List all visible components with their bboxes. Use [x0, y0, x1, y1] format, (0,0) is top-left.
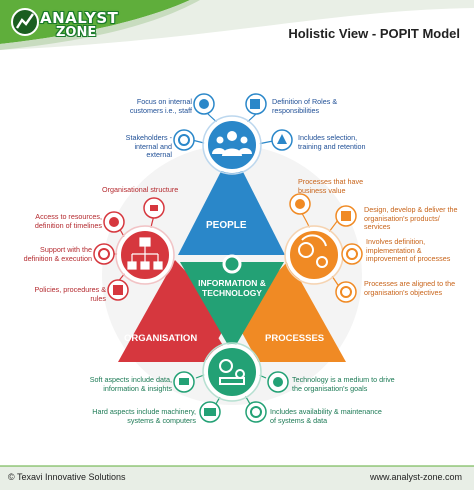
it-triangle — [180, 262, 284, 352]
organisation-point-4: Policies, procedures & rules — [34, 285, 106, 303]
page-title: Holistic View - POPIT Model — [288, 26, 460, 41]
policy-icon — [113, 285, 123, 295]
processes-small-icons — [289, 193, 363, 303]
organisation-point-1: Organisational structure — [102, 185, 179, 194]
processes-triangle — [234, 260, 346, 362]
organisation-small-icons — [93, 197, 165, 301]
people-small-icons — [173, 93, 293, 151]
value-icon — [295, 199, 305, 209]
processes-point-4: Processes are aligned to the organisatio… — [364, 279, 456, 297]
people-triangle — [178, 150, 285, 255]
people-point-4: Includes selection, training and retenti… — [298, 133, 366, 151]
improve-icon — [346, 248, 358, 260]
objectives-icon — [340, 286, 352, 298]
stakeholders-icon — [178, 134, 190, 146]
training-icon — [277, 134, 287, 144]
data-icon — [179, 378, 189, 385]
focus-icon — [199, 99, 209, 109]
machinery-icon — [204, 408, 216, 416]
resources-icon — [109, 217, 119, 227]
footer-band — [0, 466, 474, 490]
it-label-line2: TECHNOLOGY — [202, 288, 262, 298]
people-point-3: Stakeholders - internal and external — [125, 133, 172, 160]
people-circle — [204, 117, 260, 173]
footer-website[interactable]: www.analyst-zone.com — [369, 472, 462, 482]
design-icon — [341, 211, 351, 221]
support-gear-icon — [98, 248, 110, 260]
it-point-2: Technology is a medium to drive the orga… — [292, 375, 395, 393]
org-chart-icon — [127, 237, 163, 270]
people-point-1: Focus on internal customers i.e., staff — [129, 97, 192, 115]
processes-circle — [286, 227, 342, 283]
processes-point-1: Processes that have business value — [298, 177, 364, 195]
organisation-label: ORGANISATION — [124, 333, 198, 344]
it-point-1: Soft aspects include data, information &… — [89, 375, 172, 393]
people-label: PEOPLE — [206, 220, 247, 231]
it-label-line1: INFORMATION & — [198, 278, 266, 288]
it-circle — [204, 344, 260, 400]
analyst-zone-logo: ANALYST ZONE — [40, 9, 118, 40]
org-structure-icon — [150, 205, 158, 211]
process-gears-icon — [298, 234, 328, 268]
processes-point-3: Involves definition, implementation & im… — [366, 237, 451, 264]
roles-icon — [250, 99, 260, 109]
logo-line2: ZONE — [56, 25, 97, 40]
processes-label: PROCESSES — [265, 333, 325, 344]
people-group-icon — [212, 131, 252, 156]
tech-gears-icon — [219, 359, 245, 385]
people-point-2: Definition of Roles & responsibilities — [272, 97, 338, 115]
it-label: INFORMATION & TECHNOLOGY — [192, 278, 272, 298]
logo-line1: ANALYST — [40, 9, 119, 27]
it-small-icons — [173, 371, 289, 423]
it-point-4: Includes availability & maintenance of s… — [270, 407, 382, 425]
it-point-3: Hard aspects include machinery, systems … — [92, 407, 196, 425]
maintenance-icon — [250, 406, 262, 418]
goals-icon — [273, 377, 283, 387]
footer-copyright: © Texavi Innovative Solutions — [8, 472, 126, 482]
organisation-point-2: Access to resources, definition of timel… — [34, 212, 102, 230]
organisation-point-3: Support with the definition & execution — [23, 245, 92, 263]
header-banner — [0, 0, 474, 50]
processes-point-2: Design, develop & deliver the organisati… — [364, 205, 458, 232]
